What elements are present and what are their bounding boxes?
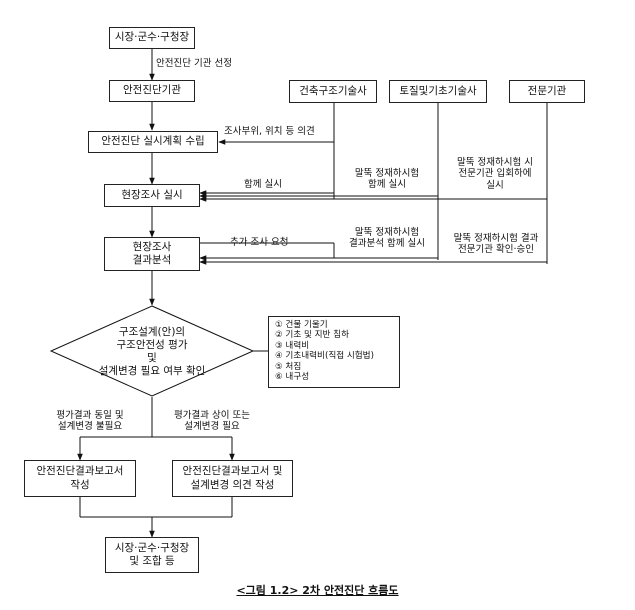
box-agency: 안전진단기관	[109, 80, 195, 102]
box-final: 시장·군수·구청장 및 조합 등	[105, 537, 199, 573]
box-plan: 안전진단 실시계획 수립	[88, 131, 218, 153]
box-report-left: 안전진단결과보고서 작성	[24, 460, 136, 497]
label-pile-test-result: 말뚝 정재하시험 결과 전문기관 확인·승인	[453, 233, 539, 256]
label-same-result: 평가결과 동일 및 설계변경 불필요	[56, 410, 124, 433]
checklist-item: ③ 내력비	[275, 340, 310, 351]
label-pile-test-joint: 말뚝 정재하시험 함께 실시	[354, 168, 420, 191]
checklist-item: ② 기초 및 지반 침하	[275, 330, 349, 341]
box-expert: 전문기관	[509, 80, 585, 103]
box-analysis: 현장조사 결과분석	[104, 237, 200, 271]
box-top-authority: 시장·군수·구청장	[109, 27, 195, 49]
checklist-item: ⑥ 내구성	[275, 372, 310, 383]
box-report-right: 안전진단결과보고서 및 설계변경 의견 작성	[172, 460, 293, 497]
checklist-item: ① 건물 기울기	[275, 320, 328, 330]
box-architect: 건축구조기술사	[289, 80, 377, 103]
label-additional-request: 추가 조사 요청	[230, 237, 289, 248]
decision-text: 구조설계(안)의 구조안전성 평가 및 설계변경 필요 여부 확인	[98, 326, 206, 378]
box-survey: 현장조사 실시	[104, 184, 200, 207]
label-investigate-opinion: 조사부위, 위치 등 의견	[224, 126, 315, 137]
label-joint-impl: 함께 실시	[244, 179, 282, 190]
checklist: ① 건물 기울기 ② 기초 및 지반 침하 ③ 내력비 ④ 기초내력비(직접 시…	[268, 316, 400, 388]
checklist-item: ⑤ 처짐	[275, 361, 302, 372]
label-diff-result: 평가결과 상이 또는 설계변경 필요	[174, 410, 250, 433]
box-geotech: 토질및기초기술사	[389, 80, 487, 103]
label-select-agency: 안전진단 기관 선정	[156, 58, 232, 69]
label-pile-test-analysis: 말뚝 정재하시험 결과분석 함께 실시	[349, 227, 425, 250]
figure-caption: <그림 1.2> 2차 안전진단 흐름도	[236, 584, 399, 597]
label-pile-test-expert: 말뚝 정재하시험 시 전문기관 입회하에 실시	[457, 157, 533, 191]
checklist-item: ④ 기초내력비(직접 시험법)	[275, 351, 374, 362]
